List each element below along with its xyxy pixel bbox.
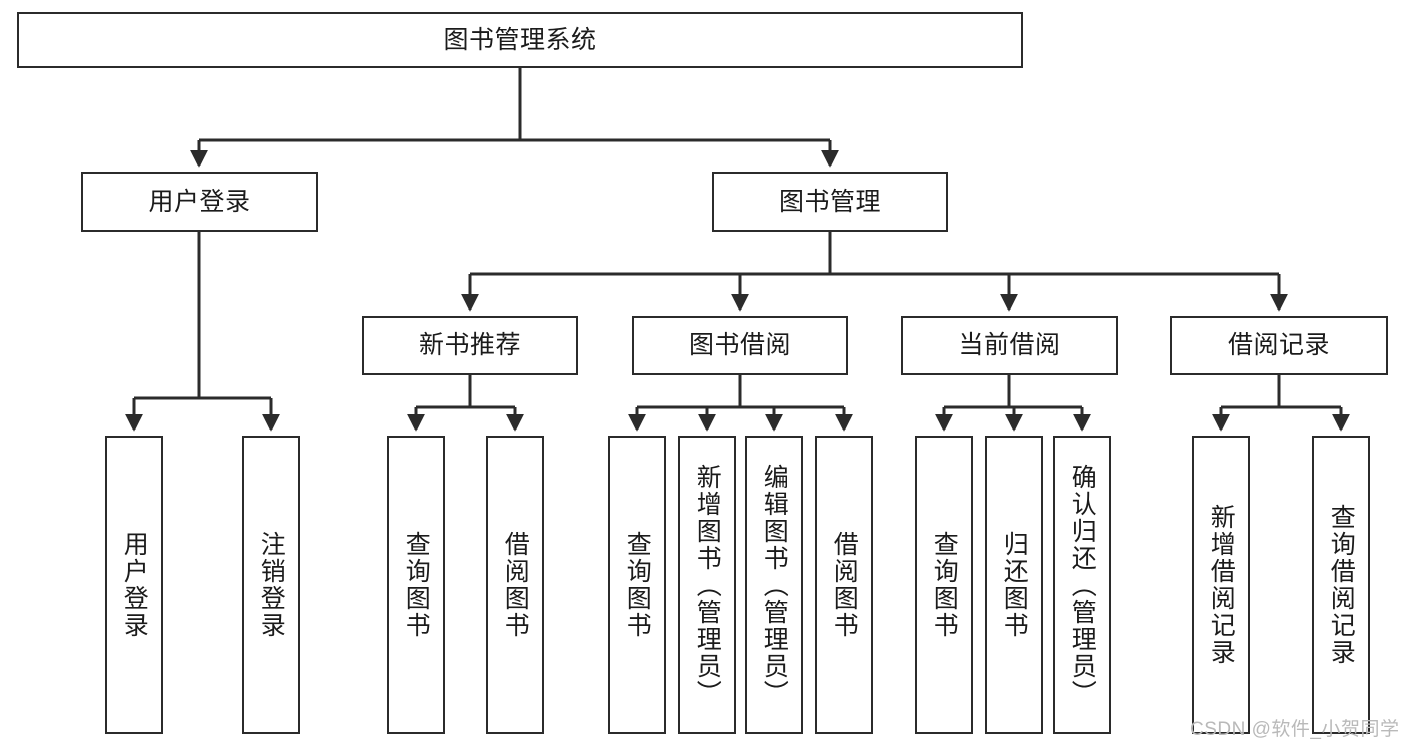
node-root[interactable]: 图书管理系统 (17, 12, 1023, 68)
node-leaf-add-book[interactable]: 新增图书（管理员） (678, 436, 736, 734)
node-book-manage-label: 图书管理 (778, 187, 881, 216)
node-borrow-record-label: 借阅记录 (1227, 331, 1330, 360)
node-leaf-edit-book[interactable]: 编辑图书（管理员） (745, 436, 803, 734)
node-leaf-query-record-label: 查询借阅记录 (1327, 504, 1356, 666)
node-leaf-borrow-book-rec-label: 借阅图书 (501, 531, 530, 639)
node-leaf-borrow-book-rec[interactable]: 借阅图书 (486, 436, 544, 734)
node-book-borrow[interactable]: 图书借阅 (632, 316, 848, 375)
node-leaf-borrow-book-label: 借阅图书 (830, 531, 859, 639)
node-leaf-user-logout[interactable]: 注销登录 (242, 436, 300, 734)
node-leaf-add-record-label: 新增借阅记录 (1207, 504, 1236, 666)
node-root-label: 图书管理系统 (443, 25, 597, 54)
node-leaf-confirm-return[interactable]: 确认归还（管理员） (1053, 436, 1111, 734)
node-leaf-query-record[interactable]: 查询借阅记录 (1312, 436, 1370, 734)
node-leaf-query-book-current-label: 查询图书 (930, 531, 959, 639)
node-leaf-return-book-label: 归还图书 (1000, 531, 1029, 639)
node-leaf-query-book-borrow[interactable]: 查询图书 (608, 436, 666, 734)
node-leaf-user-logout-label: 注销登录 (257, 531, 286, 639)
node-leaf-return-book[interactable]: 归还图书 (985, 436, 1043, 734)
node-leaf-query-book-rec[interactable]: 查询图书 (387, 436, 445, 734)
node-current-borrow[interactable]: 当前借阅 (901, 316, 1118, 375)
node-borrow-record[interactable]: 借阅记录 (1170, 316, 1388, 375)
node-leaf-borrow-book[interactable]: 借阅图书 (815, 436, 873, 734)
node-leaf-add-book-label: 新增图书（管理员） (693, 463, 722, 707)
node-leaf-query-book-rec-label: 查询图书 (402, 531, 431, 639)
node-book-borrow-label: 图书借阅 (688, 331, 791, 360)
node-book-manage[interactable]: 图书管理 (712, 172, 948, 232)
node-leaf-user-login[interactable]: 用户登录 (105, 436, 163, 734)
node-new-book-rec-label: 新书推荐 (418, 331, 521, 360)
node-leaf-query-book-borrow-label: 查询图书 (623, 531, 652, 639)
node-user-login[interactable]: 用户登录 (81, 172, 318, 232)
node-leaf-user-login-label: 用户登录 (120, 531, 149, 639)
node-new-book-rec[interactable]: 新书推荐 (362, 316, 578, 375)
node-leaf-add-record[interactable]: 新增借阅记录 (1192, 436, 1250, 734)
node-leaf-query-book-current[interactable]: 查询图书 (915, 436, 973, 734)
node-current-borrow-label: 当前借阅 (958, 331, 1061, 360)
node-user-login-label: 用户登录 (148, 187, 251, 216)
node-leaf-edit-book-label: 编辑图书（管理员） (760, 463, 789, 707)
csdn-watermark: CSDN @软件_小贺同学 (1190, 719, 1400, 740)
node-leaf-confirm-return-label: 确认归还（管理员） (1068, 463, 1097, 707)
